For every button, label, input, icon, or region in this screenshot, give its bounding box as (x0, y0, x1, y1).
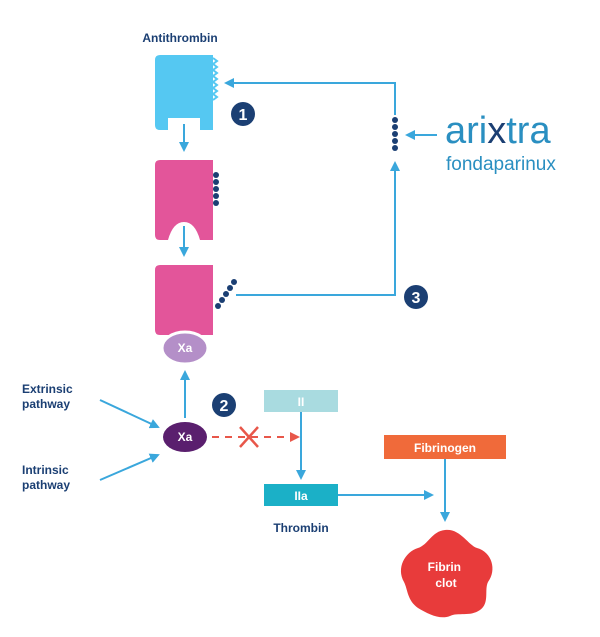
svg-text:2: 2 (220, 398, 229, 415)
svg-text:Fibrinogen: Fibrinogen (414, 441, 476, 455)
factor-iia-box: IIa (264, 484, 338, 506)
activated-antithrombin (155, 160, 213, 240)
extrinsic-pathway-label: Extrinsic pathway (22, 382, 76, 411)
svg-text:Fibrin clot: Fibrin clot (428, 560, 465, 590)
step-badge-3: 3 (404, 285, 428, 309)
fibrinogen-box: Fibrinogen (384, 435, 506, 459)
pentasaccharide-chain-icon (215, 279, 237, 309)
arrow-release (236, 161, 400, 296)
pentasaccharide-chain-icon (213, 172, 219, 206)
intrinsic-pathway-label: Intrinsic pathway (22, 463, 72, 492)
svg-text:II: II (298, 395, 305, 409)
svg-text:3: 3 (412, 290, 421, 307)
step-badge-1: 1 (231, 102, 255, 126)
fibrin-clot: Fibrin clot (400, 529, 493, 618)
xa-free-label: Xa (178, 430, 193, 444)
arrow-intrinsic (99, 453, 160, 481)
svg-text:IIa: IIa (294, 489, 308, 503)
antithrombin-molecule (155, 55, 219, 130)
svg-text:1: 1 (239, 107, 248, 124)
step-badge-2: 2 (212, 393, 236, 417)
xa-bound-label: Xa (178, 341, 193, 355)
factor-ii-box: II (264, 390, 338, 412)
brand-logo: arixtra (445, 110, 551, 152)
xa-bound-node (160, 330, 210, 366)
brand-generic-name: fondaparinux (446, 154, 556, 175)
arrow-recycle (224, 78, 396, 115)
thrombin-label: Thrombin (273, 521, 328, 535)
xa-free-node: Xa (163, 422, 207, 452)
inhibition-cross-icon (239, 426, 259, 448)
antithrombin-xa-complex: Xa (155, 265, 213, 366)
antithrombin-label: Antithrombin (142, 31, 217, 45)
arrow-extrinsic (99, 399, 160, 429)
pentasaccharide-chain-icon (392, 117, 398, 151)
